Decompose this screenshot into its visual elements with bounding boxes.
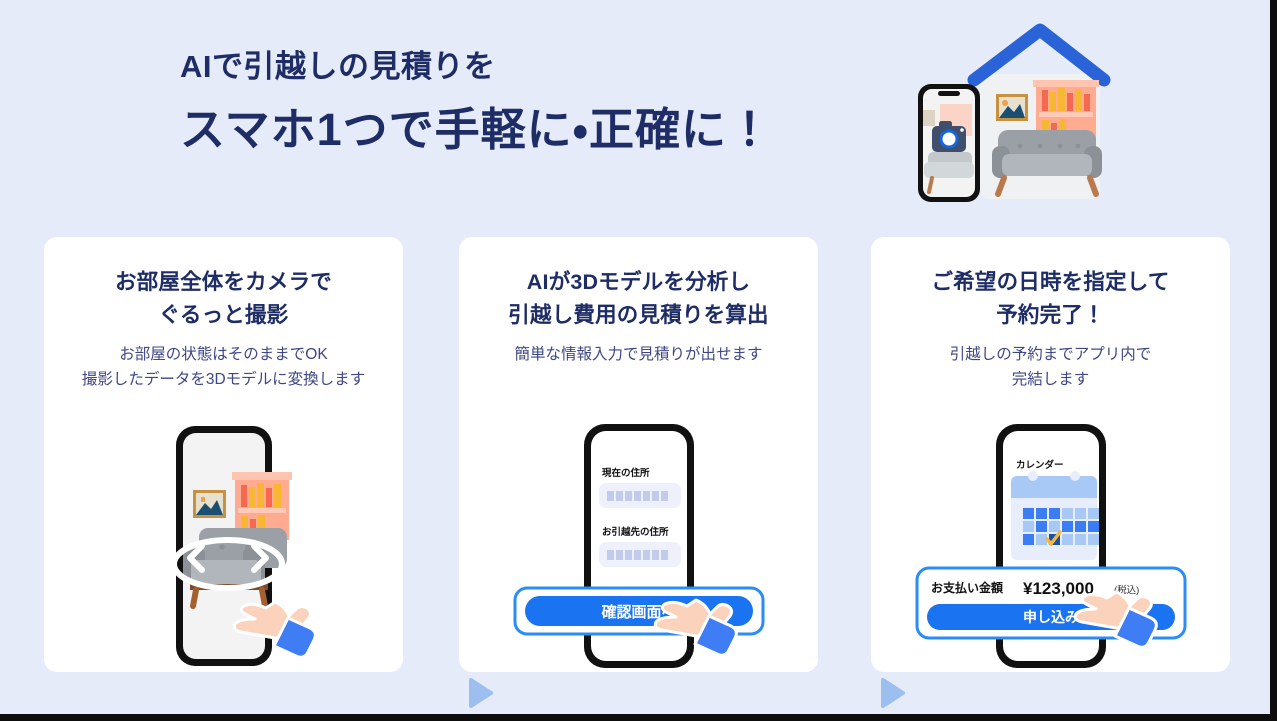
tapping-hand-icon: [653, 598, 738, 657]
phone-address-form-illustration: 現在の住所 お引越先の住所: [459, 420, 818, 672]
apply-button-label: 申し込み: [1023, 609, 1079, 625]
phone-calendar-payment-illustration: カレンダー: [871, 420, 1230, 672]
camera-icon: [932, 121, 966, 152]
payment-amount: ¥123,000: [1023, 579, 1094, 598]
step-card-1[interactable]: お部屋全体をカメラで ぐるっと撮影 お部屋の状態はそのままでOK 撮影したデータ…: [44, 237, 403, 672]
tapping-hand-icon: [1073, 590, 1158, 649]
hero-phone: [918, 84, 980, 202]
calendar-label: カレンダー: [1016, 459, 1064, 471]
step-arrow-2-icon: [880, 677, 906, 709]
calendar-selected-check-icon: [1045, 530, 1062, 546]
step-arrow-1-icon: [468, 677, 494, 709]
hero-wall-picture: [996, 94, 1028, 121]
rotate-scan-arrow-icon: [171, 537, 285, 591]
steps-card-row: お部屋全体をカメラで ぐるっと撮影 お部屋の状態はそのままでOK 撮影したデータ…: [44, 237, 1234, 708]
calendar-widget: [1011, 471, 1099, 560]
payment-label: お支払い金額: [931, 580, 1004, 595]
step-card-3-title: ご希望の日時を指定して 予約完了！: [931, 270, 1170, 328]
step-card-2[interactable]: AIが3Dモデルを分析し 引越し費用の見積りを算出 簡単な情報入力で見積りが出せ…: [459, 237, 818, 672]
form-field1-label: 現在の住所: [602, 467, 650, 479]
hero-illustration: [908, 22, 1111, 207]
step-card-2-title: AIが3Dモデルを分析し 引越し費用の見積りを算出: [508, 270, 769, 328]
step-card-3[interactable]: ご希望の日時を指定して 予約完了！ 引越しの予約までアプリ内で 完結します カレ…: [871, 237, 1230, 672]
step-card-1-subtitle: お部屋の状態はそのままでOK 撮影したデータを3Dモデルに変換します: [81, 345, 366, 388]
form-field2-label: お引越先の住所: [602, 526, 669, 538]
room-wall-picture: [193, 490, 226, 518]
hero-headline-line2: スマホ1つで手軽に・正確に！: [180, 103, 773, 155]
confirm-screen-button-label: 確認画面へ: [600, 603, 676, 621]
hero-sofa: [992, 130, 1102, 197]
hero-text-block: AIで引越しの見積りを スマホ1つで手軽に・正確に！: [180, 48, 880, 157]
step-card-1-title: お部屋全体をカメラで ぐるっと撮影: [114, 270, 332, 328]
hero-section: AIで引越しの見積りを スマホ1つで手軽に・正確に！: [0, 0, 1270, 220]
tapping-hand-icon: [232, 600, 317, 659]
hero-headline-line1: AIで引越しの見積りを: [180, 49, 496, 84]
form-field2-placeholder-bars: [607, 550, 668, 560]
phone-room-scan-illustration: [44, 420, 403, 672]
form-field1-placeholder-bars: [607, 491, 668, 501]
step-card-2-subtitle: 簡単な情報入力で見積りが出せます: [514, 345, 763, 363]
step-card-3-subtitle: 引越しの予約までアプリ内で 完結します: [949, 345, 1152, 388]
